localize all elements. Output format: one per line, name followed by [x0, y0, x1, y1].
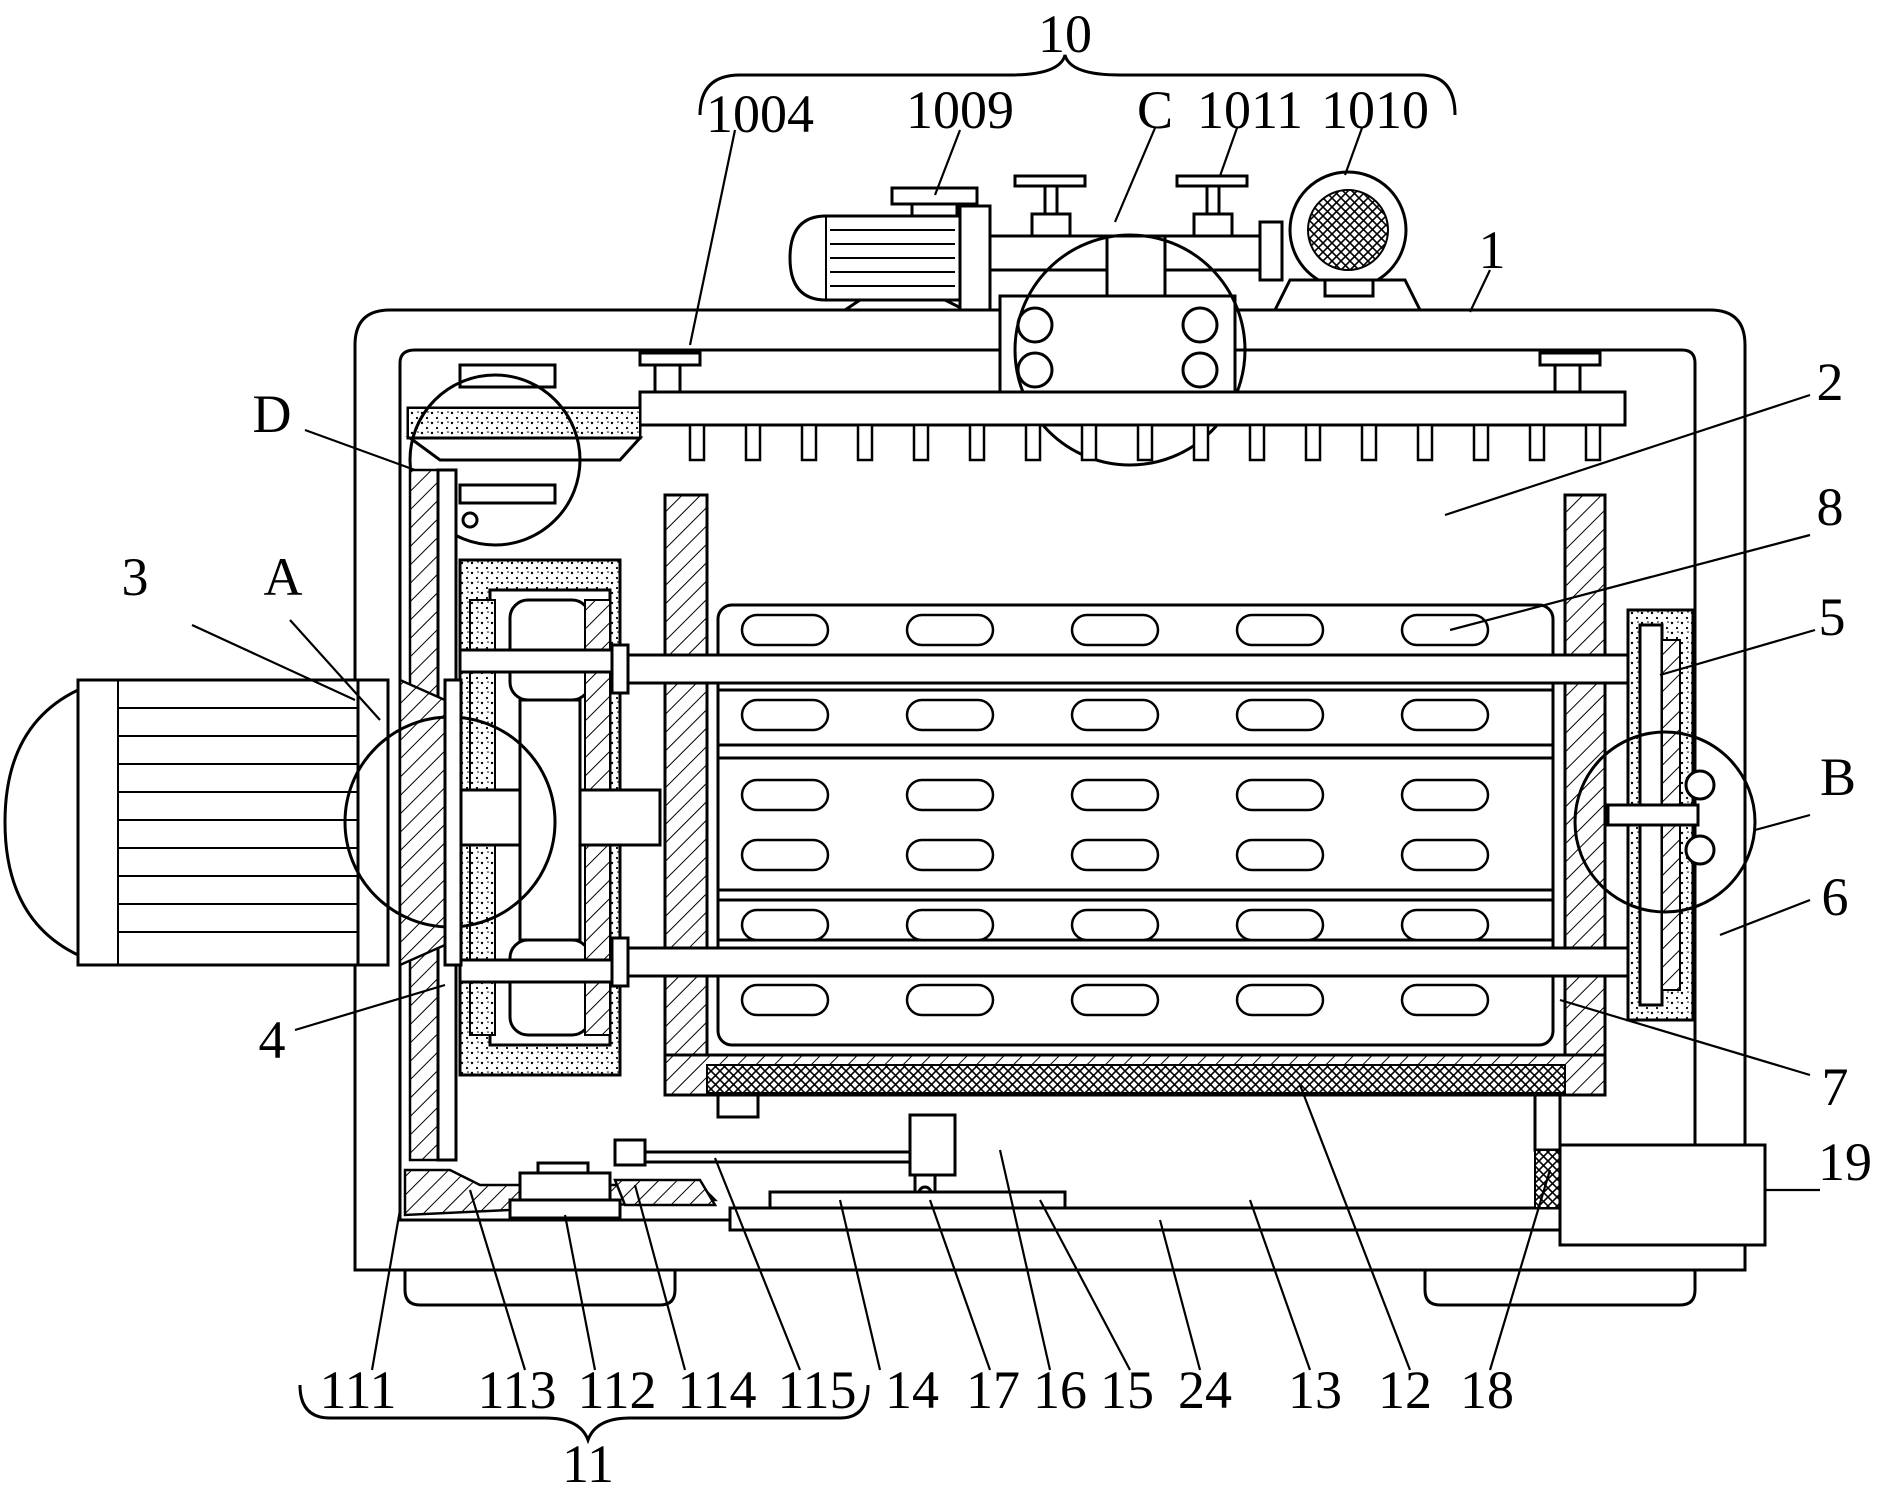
label-112: 112: [578, 1360, 657, 1420]
feet: [403, 1270, 1697, 1307]
label-15: 15: [1100, 1360, 1154, 1420]
top-drive-assembly: [788, 170, 1423, 467]
label-1011: 1011: [1197, 80, 1303, 140]
label-111: 111: [320, 1360, 397, 1420]
label-a: A: [264, 547, 303, 607]
label-b: B: [1820, 747, 1856, 807]
label-6: 6: [1822, 867, 1849, 927]
label-c: C: [1137, 80, 1173, 140]
label-1: 1: [1479, 220, 1506, 280]
label-24: 24: [1178, 1360, 1232, 1420]
label-5: 5: [1819, 587, 1846, 647]
label-18: 18: [1460, 1360, 1514, 1420]
brackets: [298, 54, 1457, 1445]
label-12: 12: [1378, 1360, 1432, 1420]
bottom-mechanism: [403, 1093, 1767, 1247]
label-10: 10: [1038, 4, 1092, 64]
label-14: 14: [885, 1360, 939, 1420]
labels: 10 1004 1009 C 1011 1010 1 2 8 5 B 6 7 1…: [122, 4, 1873, 1491]
label-1009: 1009: [906, 80, 1014, 140]
leader-lines: [191, 127, 1820, 1371]
label-19: 19: [1818, 1132, 1872, 1192]
label-4: 4: [259, 1010, 286, 1070]
label-115: 115: [778, 1360, 857, 1420]
left-gearbox: [343, 558, 662, 1077]
label-8: 8: [1817, 477, 1844, 537]
label-3: 3: [122, 547, 149, 607]
label-d: D: [253, 384, 292, 444]
label-13: 13: [1288, 1360, 1342, 1420]
label-1010: 1010: [1321, 80, 1429, 140]
label-2: 2: [1817, 352, 1844, 412]
label-17: 17: [966, 1360, 1020, 1420]
top-spray-bar: [638, 351, 1627, 462]
label-7: 7: [1822, 1057, 1849, 1117]
label-1004: 1004: [706, 84, 814, 144]
side-motor: [3, 678, 390, 967]
label-113: 113: [478, 1360, 557, 1420]
label-11: 11: [562, 1434, 614, 1491]
label-114: 114: [678, 1360, 757, 1420]
right-bearing: [1573, 608, 1757, 1022]
drum-frame: [610, 493, 1652, 1097]
label-16: 16: [1033, 1360, 1087, 1420]
